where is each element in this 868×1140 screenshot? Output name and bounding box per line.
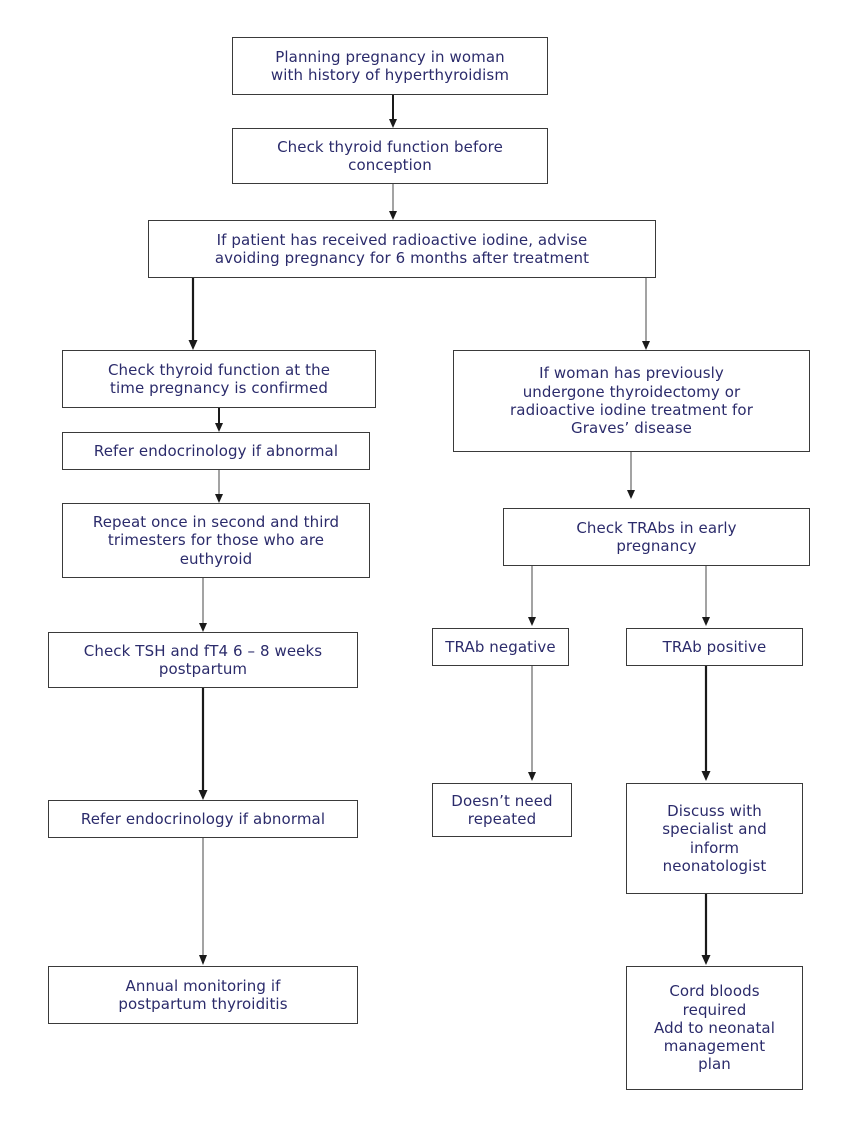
node-annual-monitoring-thyroiditis[interactable]: Annual monitoring if postpartum thyroidi…: [48, 966, 358, 1024]
node-repeat-second-third-trimesters[interactable]: Repeat once in second and third trimeste…: [62, 503, 370, 578]
node-doesnt-need-repeated[interactable]: Doesn’t need repeated: [432, 783, 572, 837]
node-check-tsh-ft4-postpartum[interactable]: Check TSH and fT4 6 – 8 weeks postpartum: [48, 632, 358, 688]
node-trab-negative[interactable]: TRAb negative: [432, 628, 569, 666]
edge-n7-n8: [196, 687, 210, 802]
node-refer-endocrinology-abnormal-1[interactable]: Refer endocrinology if abnormal: [62, 432, 370, 470]
edge-n3-n10: [639, 276, 653, 352]
edge-n11-n12: [525, 566, 539, 628]
node-refer-endocrinology-abnormal-2[interactable]: Refer endocrinology if abnormal: [48, 800, 358, 838]
node-check-thyroid-pregnancy-confirmed[interactable]: Check thyroid function at the time pregn…: [62, 350, 376, 408]
node-check-trabs-early-pregnancy[interactable]: Check TRAbs in early pregnancy: [503, 508, 810, 566]
node-radioactive-iodine-advice[interactable]: If patient has received radioactive iodi…: [148, 220, 656, 278]
edge-n10-n11: [624, 451, 638, 501]
node-cord-bloods-required[interactable]: Cord bloods required Add to neonatal man…: [626, 966, 803, 1090]
edge-n1-n2: [386, 94, 400, 130]
edge-n12-n13-spacer: [525, 666, 539, 783]
edge-n6-n7: [196, 577, 210, 634]
node-check-thyroid-before-conception[interactable]: Check thyroid function before conception: [232, 128, 548, 184]
edge-n15-n16: [699, 894, 713, 967]
edge-n3-n4: [186, 276, 200, 352]
node-planning-pregnancy[interactable]: Planning pregnancy in woman with history…: [232, 37, 548, 95]
edge-n2-n3: [386, 182, 400, 222]
node-trab-positive[interactable]: TRAb positive: [626, 628, 803, 666]
node-discuss-with-specialist[interactable]: Discuss with specialist and inform neona…: [626, 783, 803, 894]
node-previous-thyroidectomy-or-rai[interactable]: If woman has previously undergone thyroi…: [453, 350, 810, 452]
edge-n4-n5: [212, 407, 226, 434]
edge-n8-n9: [196, 837, 210, 967]
edge-n13-n15: [699, 666, 713, 783]
edge-n11-n13: [699, 566, 713, 628]
edge-n5-n6: [212, 469, 226, 505]
